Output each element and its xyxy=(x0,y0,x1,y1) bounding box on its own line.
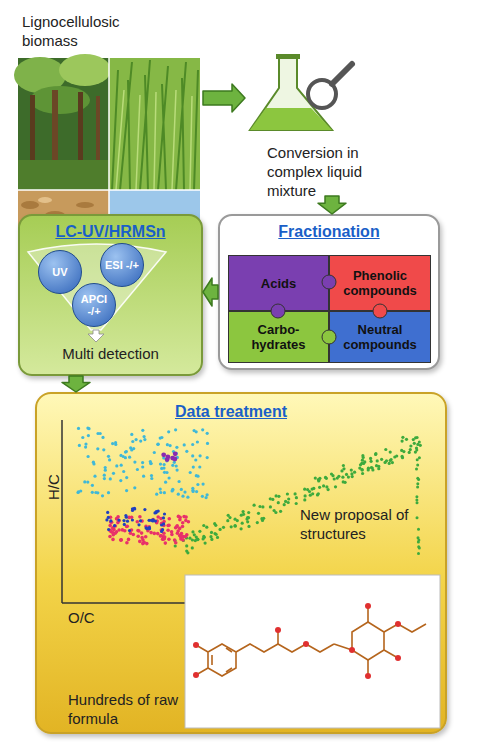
block-arrow xyxy=(203,84,245,112)
node-title: Fractionation xyxy=(220,222,438,242)
analysis-box: LC-UV/HRMSnMulti detection UV ESI -/+APCI … xyxy=(18,214,203,376)
node-title: Carbo- hydrates xyxy=(229,312,328,362)
puzzle-piece: Neutral compounds xyxy=(329,311,431,363)
flask-icon xyxy=(250,54,352,130)
node-title: Phenolic compounds xyxy=(330,256,430,310)
node-title: APCI -/+ xyxy=(73,284,115,326)
fraction-box: FractionationAcidsPhenolic compoundsCarb… xyxy=(218,214,440,370)
note-text: New proposal of structures xyxy=(300,505,425,543)
node-title: LC-UV/HRMSn xyxy=(20,222,201,242)
process-step: Conversion in complex liquid mixture xyxy=(245,48,415,196)
node-title: Acids xyxy=(229,256,328,310)
node-title: Data treatment xyxy=(175,402,335,422)
puzzle-piece: Acids xyxy=(228,255,329,311)
block-arrow xyxy=(203,278,218,306)
data-box: Data treatment xyxy=(35,392,447,734)
node-title: Conversion in complex liquid mixture xyxy=(267,143,392,200)
node-title: Neutral compounds xyxy=(330,312,430,362)
node-text: Multi detection xyxy=(20,344,201,363)
block-arrow xyxy=(62,376,90,392)
note-text: Hundreds of raw formula xyxy=(68,690,183,728)
detector-circle: ESI -/+ xyxy=(100,243,144,287)
axis-label: H/C xyxy=(44,474,63,500)
node-title: ESI -/+ xyxy=(101,244,143,286)
node-title: UV xyxy=(39,251,81,293)
detector-circle: UV xyxy=(38,250,82,294)
detector-circle: APCI -/+ xyxy=(72,283,116,327)
node-title: Lignocellulosic biomass xyxy=(22,12,152,50)
block-arrow xyxy=(318,196,346,214)
puzzle-piece: Phenolic compounds xyxy=(329,255,431,311)
puzzle-piece: Carbo- hydrates xyxy=(228,311,329,363)
note-text: O/C xyxy=(68,608,108,627)
